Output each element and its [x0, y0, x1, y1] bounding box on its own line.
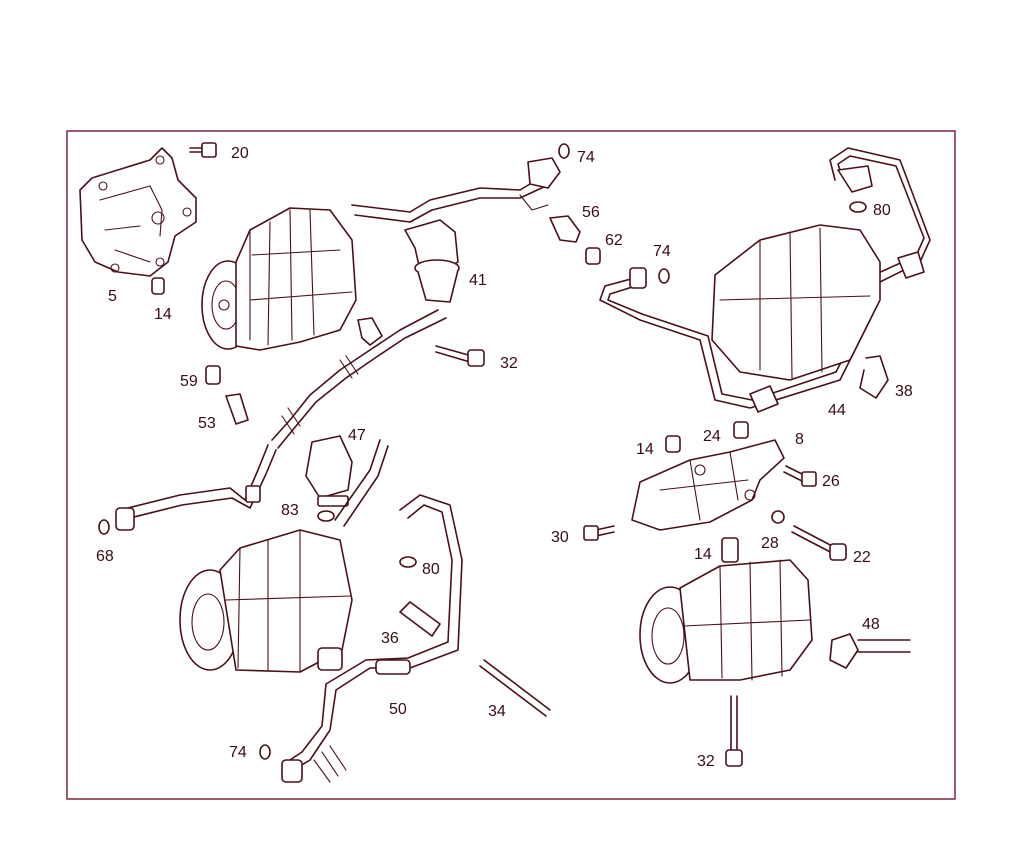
seal-ring-part-83	[317, 510, 335, 522]
bolt-part-32-bottom	[725, 695, 743, 767]
seal-ring-part-80-top	[849, 201, 867, 213]
callout-74-top: 74	[577, 149, 595, 166]
callout-83: 83	[281, 502, 299, 519]
sleeve-part-14-mid	[665, 435, 681, 453]
valve-part-56	[549, 215, 581, 243]
callout-labels: 5 14 20 74 56 62 74 41 32 80 38 44 59 53…	[96, 145, 913, 770]
callout-22: 22	[853, 549, 871, 566]
bolt-part-34	[479, 659, 551, 717]
callout-8: 8	[795, 431, 804, 448]
sleeve-part-36	[399, 601, 441, 637]
clamp-part-38	[859, 355, 889, 399]
cap-part-59	[205, 365, 221, 385]
bolt-part-22	[791, 525, 847, 561]
washer-part-28	[771, 510, 785, 524]
callout-32-top: 32	[500, 355, 518, 372]
bolt-part-30	[583, 525, 615, 541]
callout-56: 56	[582, 204, 600, 221]
callout-59: 59	[180, 373, 198, 390]
seal-ring-part-74-top	[558, 143, 570, 159]
callout-68: 68	[96, 548, 114, 565]
switch-part-47	[305, 435, 353, 507]
callout-30: 30	[551, 529, 569, 546]
sleeve-part-14-bottom	[721, 537, 739, 563]
callout-74-bottom: 74	[229, 744, 247, 761]
callout-20: 20	[231, 145, 249, 162]
callout-41: 41	[469, 272, 487, 289]
callout-34: 34	[488, 703, 506, 720]
callout-44: 44	[828, 402, 846, 419]
bolt-part-20	[189, 142, 217, 158]
bolt-part-26	[783, 465, 817, 487]
callout-62: 62	[605, 232, 623, 249]
callout-53: 53	[198, 415, 216, 432]
seal-ring-part-74-mid	[658, 268, 670, 284]
hose-part-50	[281, 494, 463, 783]
cap-part-62	[585, 247, 601, 265]
bolt-part-32-top	[435, 345, 485, 367]
callout-74-mid: 74	[653, 243, 671, 260]
compressor-bottom-right	[639, 559, 813, 684]
pipe-part-44	[599, 147, 931, 413]
pipe-part-68	[115, 444, 277, 531]
valve-part-53	[225, 393, 249, 425]
callout-24: 24	[703, 428, 721, 445]
callout-48: 48	[862, 616, 880, 633]
callout-5: 5	[108, 288, 117, 305]
seal-ring-part-74-bottom	[259, 744, 271, 760]
callout-50: 50	[389, 701, 407, 718]
callout-14-bottom: 14	[694, 546, 712, 563]
callout-14-mid: 14	[636, 441, 654, 458]
callout-80-bottom: 80	[422, 561, 440, 578]
seal-ring-part-80-bottom	[399, 556, 417, 568]
compressor-part-83	[179, 439, 389, 673]
compressor-top-right	[711, 224, 881, 381]
sleeve-part-24	[733, 421, 749, 439]
diagram-frame	[66, 130, 956, 800]
seal-ring-part-68	[98, 519, 110, 535]
callout-47: 47	[348, 427, 366, 444]
callout-14-top: 14	[154, 306, 172, 323]
hose-part-41	[271, 157, 561, 449]
callout-80-top: 80	[873, 202, 891, 219]
compressor-top-left	[201, 207, 357, 351]
sleeve-part-14-top	[151, 277, 165, 295]
callout-36: 36	[381, 630, 399, 647]
callout-26: 26	[822, 473, 840, 490]
callout-38: 38	[895, 383, 913, 400]
switch-part-48	[829, 633, 911, 669]
bracket-part-5	[79, 147, 197, 277]
callout-32-bottom: 32	[697, 753, 715, 770]
callout-28: 28	[761, 535, 779, 552]
bracket-part-8	[631, 439, 785, 531]
